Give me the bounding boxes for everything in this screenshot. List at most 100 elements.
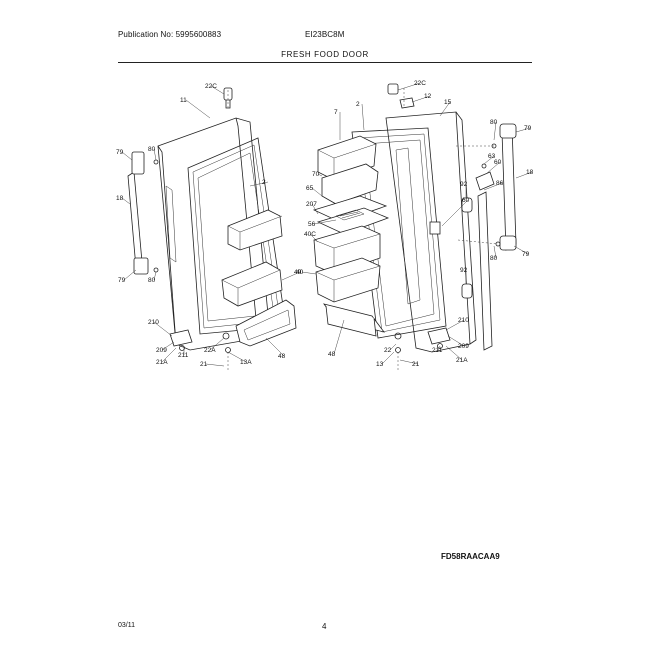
callout-leader (265, 337, 285, 357)
footer-page-number: 4 (322, 622, 327, 631)
left-door-handle (127, 171, 143, 269)
section-title: FRESH FOOD DOOR (281, 50, 369, 59)
left-door-handle-slot (165, 185, 177, 263)
callout-leader (437, 345, 441, 351)
callout-leader (205, 363, 225, 367)
callout-leader (515, 127, 531, 133)
callout-leader (313, 219, 337, 225)
callout-leader (121, 151, 133, 161)
part-callout-13: 13 (376, 361, 384, 368)
callout-leader (439, 101, 451, 117)
part-callout-79: 79 (524, 125, 532, 132)
callout-leader (445, 319, 465, 331)
part-callout-65: 65 (306, 185, 314, 192)
callout-leader (309, 233, 319, 243)
callout-leader (515, 171, 533, 179)
part-callout-80: 80 (490, 119, 498, 126)
part-callout-18: 18 (116, 195, 124, 202)
part-callout-79: 79 (522, 251, 530, 258)
part-callout-11: 11 (180, 97, 187, 104)
part-callout-63: 63 (488, 153, 496, 160)
right-hinge-bracket-lower (461, 283, 473, 299)
callout-leader (513, 245, 529, 255)
part-callout-40: 40 (296, 269, 304, 276)
callout-leader (361, 103, 365, 131)
right-door-bin-lower (315, 257, 381, 303)
part-callouts: 22C 11 2 79 80 18 79 80 210 209 211 21A 22A 13A 21 48 40… (116, 80, 534, 368)
callout-leader (441, 199, 469, 227)
diagram-code: FD58RAACAA9 (441, 552, 500, 561)
part-callout-211: 211 (178, 352, 189, 359)
part-callout-21a: 21A (456, 357, 468, 364)
part-callout-7: 7 (334, 109, 338, 116)
part-callout-209: 209 (458, 343, 469, 350)
callout-leader (333, 319, 345, 355)
callout-leader (311, 203, 319, 215)
callout-leader (411, 95, 431, 103)
part-callout-22c: 22C (205, 83, 217, 90)
right-hinge-bracket-upper (461, 197, 473, 213)
callout-leader (311, 187, 323, 197)
callout-leader (317, 173, 323, 177)
part-callout-40c: 40C (304, 231, 316, 238)
part-callout-60: 60 (494, 159, 502, 166)
part-callout-56: 56 (308, 221, 316, 228)
left-door-bottom-shelf (235, 299, 297, 347)
left-door-bin-lower (221, 261, 283, 307)
part-callout-13a: 13A (240, 359, 252, 366)
part-callout-48: 48 (328, 351, 336, 358)
callout-leader (185, 99, 211, 119)
callout-leader (493, 121, 497, 141)
callout-leader (249, 181, 269, 187)
part-callout-60: 60 (462, 197, 470, 204)
part-callout-21a: 21A (156, 359, 168, 366)
callout-leader (227, 351, 247, 363)
part-callout-70: 70 (312, 171, 320, 178)
part-callout-207: 207 (306, 201, 317, 208)
part-callout-210: 210 (458, 317, 469, 324)
part-callout-211: 211 (432, 347, 443, 354)
part-callout-48: 48 (278, 353, 286, 360)
right-door-handle (501, 125, 517, 251)
part-callout-12: 12 (424, 93, 432, 100)
callout-leader (399, 359, 419, 365)
part-callout-79: 79 (118, 277, 126, 284)
part-callout-21: 21 (200, 361, 208, 368)
right-hinge-cap (387, 83, 399, 95)
part-callout-80: 80 (490, 255, 498, 262)
part-callout-80: 80 (148, 146, 156, 153)
callout-leader (493, 245, 497, 259)
part-callout-92: 92 (460, 181, 468, 188)
part-callout-22: 22 (384, 347, 392, 354)
callout-leader (153, 148, 157, 161)
callout-leader (153, 321, 173, 337)
part-callout-209: 209 (156, 347, 167, 354)
part-callout-22a: 22A (204, 347, 216, 354)
callout-leader (161, 341, 175, 351)
callout-leader (447, 335, 465, 347)
part-callout-15: 15 (444, 99, 452, 106)
left-lower-hinge (169, 329, 193, 347)
part-callout-22c: 22C (414, 80, 426, 87)
callout-leader (123, 269, 137, 281)
callout-leader (121, 197, 131, 205)
left-door-bin-upper (227, 209, 283, 251)
callout-leader (301, 271, 317, 275)
callout-leader (483, 182, 503, 191)
header-rule (118, 62, 532, 63)
callout-leader (209, 337, 225, 351)
callout-leader (445, 345, 463, 361)
part-callout-2: 2 (356, 101, 360, 108)
callout-leader (161, 347, 177, 363)
part-callout-86: 86 (496, 180, 504, 187)
callout-leader (483, 155, 495, 165)
callout-leader (381, 351, 395, 365)
model-number: EI23BC8M (305, 30, 345, 39)
callout-leader (153, 271, 157, 281)
footer-date: 03/11 (118, 622, 135, 629)
right-door-shelf-207 (316, 207, 390, 235)
part-callout-80: 80 (148, 277, 156, 284)
right-door-shell (385, 111, 471, 353)
callout-leader (210, 85, 225, 95)
